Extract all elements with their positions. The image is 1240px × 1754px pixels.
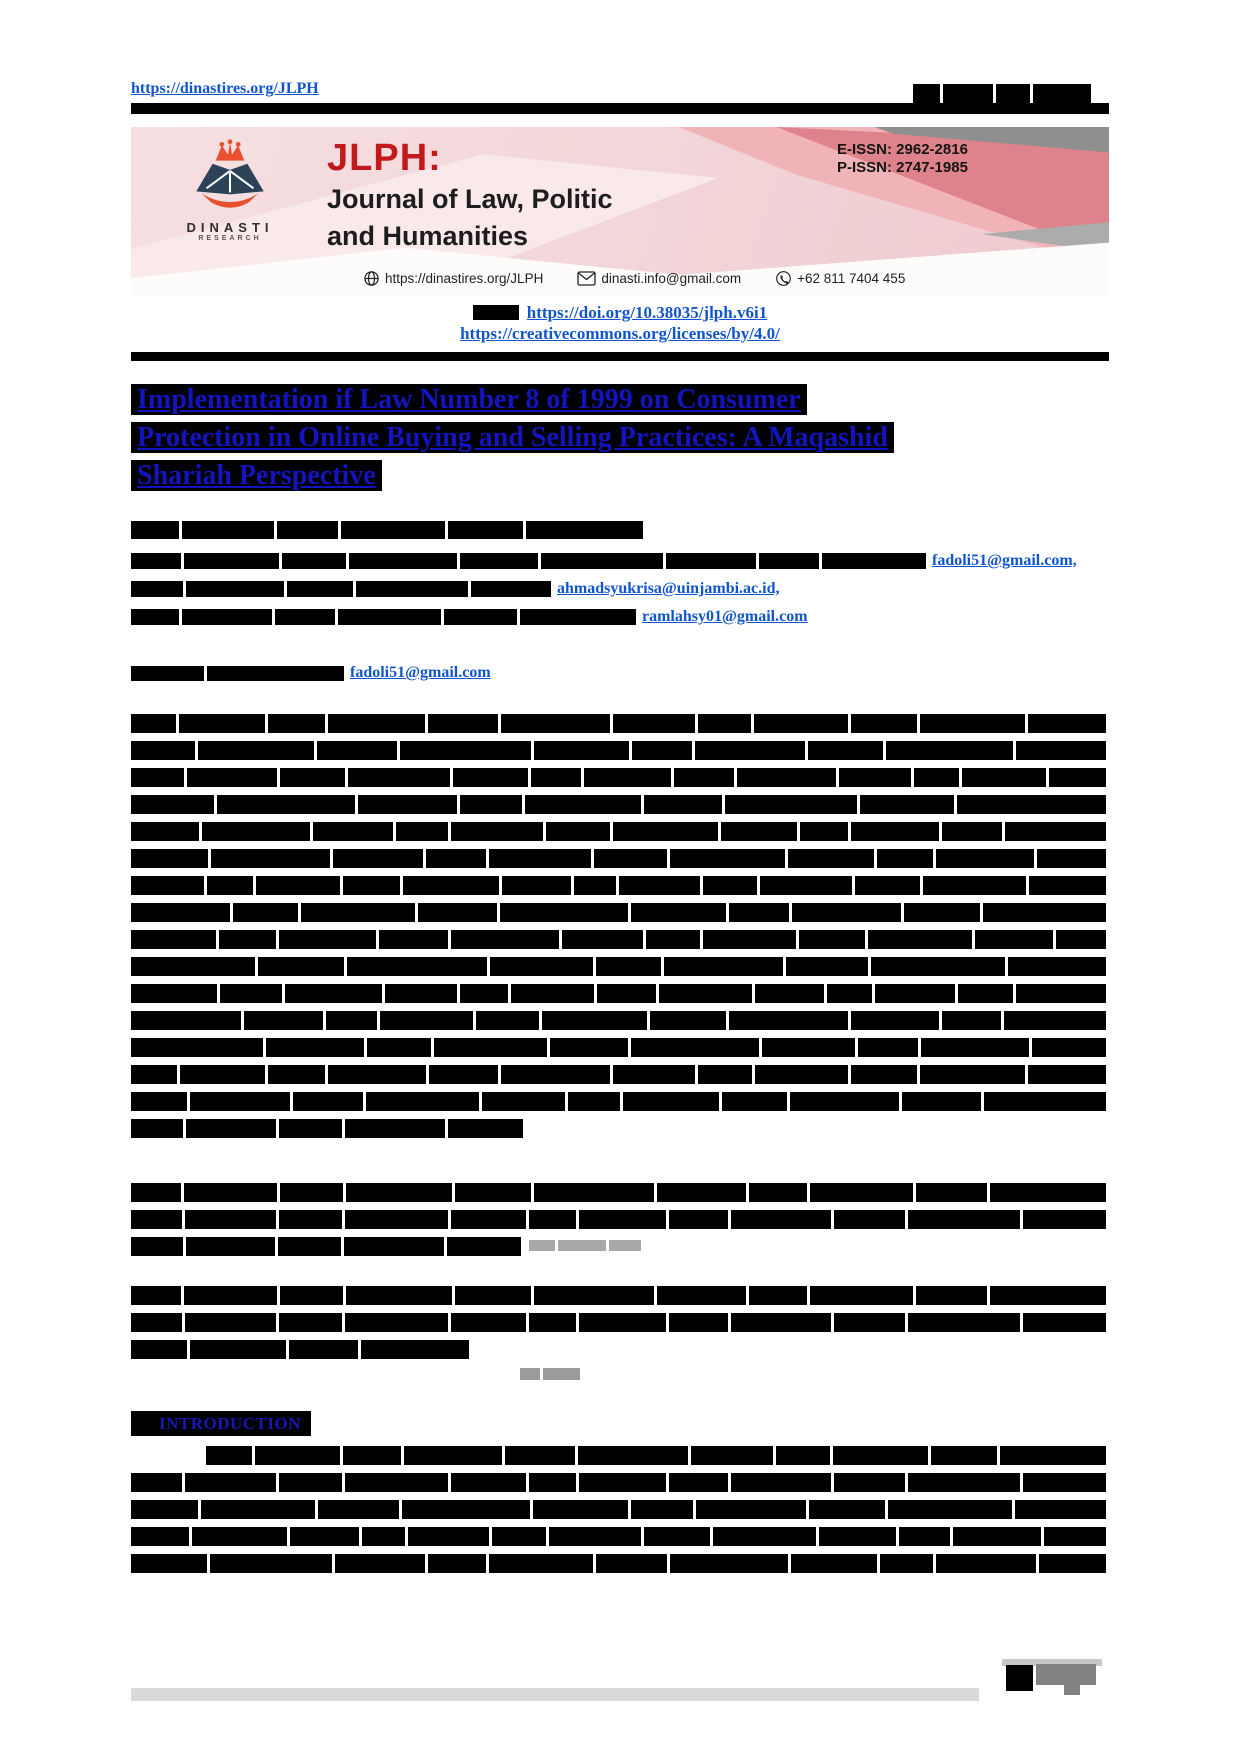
redacted-line <box>131 795 1106 814</box>
redacted-line <box>131 1554 1106 1573</box>
journal-name-line1: Journal of Law, Politic <box>327 184 613 214</box>
redacted-line <box>131 553 926 569</box>
page-number-redacted <box>1006 1665 1033 1691</box>
website-contact: https://dinastires.org/JLPH <box>363 270 543 287</box>
logo-title: DINASTI <box>186 220 274 235</box>
redacted-line <box>131 1065 1107 1084</box>
redacted-line <box>131 1183 1106 1202</box>
introduction-paragraph-redacted <box>131 1446 1109 1573</box>
redacted-line <box>520 1368 580 1380</box>
affiliation-line-3: ramlahsy01@gmail.com <box>131 608 1109 626</box>
dinasti-logo-icon <box>196 139 264 208</box>
license-line: https://creativecommons.org/licenses/by/… <box>131 323 1109 344</box>
phone-contact: +62 811 7404 455 <box>775 270 905 287</box>
doi-link[interactable]: https://doi.org/10.38035/jlph.v6i1 <box>526 302 768 322</box>
affiliation-2-redacted <box>131 581 551 597</box>
redacted-line <box>131 1237 521 1256</box>
article-title-line3: Shariah Perspective <box>131 460 382 491</box>
redacted-line <box>131 903 1106 922</box>
redacted-line <box>131 768 1107 787</box>
abstract-redacted <box>131 714 1109 1138</box>
article-title-line2: Protection in Online Buying and Selling … <box>131 422 894 453</box>
redacted-line <box>131 741 1106 760</box>
redacted-line <box>131 714 1106 733</box>
phone-icon <box>776 271 791 286</box>
footer-gray-band <box>131 1688 979 1701</box>
affiliation-email-3[interactable]: ramlahsy01@gmail.com <box>642 608 808 625</box>
redacted-line <box>131 1119 524 1138</box>
journal-name-line2: and Humanities <box>327 221 529 251</box>
redacted-line <box>131 1286 1106 1305</box>
small-gray-note-1 <box>529 1240 642 1251</box>
redacted-line <box>131 876 1107 895</box>
corresponding-author-line: fadoli51@gmail.com <box>131 664 1109 682</box>
keywords-redacted <box>131 1183 1109 1256</box>
doi-label-redacted <box>472 305 519 320</box>
redacted-line <box>913 84 1091 103</box>
banner-contacts: https://dinastires.org/JLPH dinasti.info… <box>363 270 905 287</box>
page-label-highlight-notch <box>1064 1684 1080 1695</box>
affiliation-email-2[interactable]: ahmadsyukrisa@uinjambi.ac.id, <box>557 580 780 597</box>
redacted-line <box>131 1092 1107 1111</box>
page-number-strip <box>1002 1659 1102 1666</box>
redacted-line <box>131 822 1106 841</box>
header-journal-link[interactable]: https://dinastires.org/JLPH <box>131 80 319 97</box>
redacted-line <box>131 1038 1106 1057</box>
doi-block: https://doi.org/10.38035/jlph.v6i1 https… <box>131 302 1109 344</box>
doi-line: https://doi.org/10.38035/jlph.v6i1 <box>131 302 1109 323</box>
redacted-line <box>131 521 643 539</box>
redacted-line <box>131 1011 1106 1030</box>
redacted-line <box>131 1473 1107 1492</box>
affiliation-3-redacted <box>131 609 636 625</box>
article-title-line1: Implementation if Law Number 8 of 1999 o… <box>131 384 807 415</box>
redacted-line <box>131 849 1106 868</box>
header-volume-redacted <box>913 84 1091 103</box>
redacted-line <box>131 665 344 681</box>
header-rule <box>131 103 1109 114</box>
introduction-section: INTRODUCTION <box>131 1411 312 1436</box>
journal-banner: DINASTI RESEARCH JLPH: Journal of Law, P… <box>131 127 1109 297</box>
license-link[interactable]: https://creativecommons.org/licenses/by/… <box>460 323 780 343</box>
globe-icon <box>364 271 379 286</box>
redacted-line <box>131 1210 1107 1229</box>
authors-redacted <box>131 521 643 539</box>
corresponding-email[interactable]: fadoli51@gmail.com <box>350 664 491 681</box>
affiliation-email-1[interactable]: fadoli51@gmail.com, <box>932 552 1077 569</box>
dinasti-logo: DINASTI RESEARCH <box>175 139 285 242</box>
redacted-line <box>131 984 1107 1003</box>
section-divider <box>131 352 1109 361</box>
p-issn: P-ISSN: 2747-1985 <box>837 159 968 176</box>
redacted-line <box>131 1340 469 1359</box>
redacted-line <box>131 957 1106 976</box>
email-contact: dinasti.info@gmail.com <box>577 271 741 286</box>
redacted-line <box>131 930 1106 949</box>
redacted-line <box>131 1527 1106 1546</box>
introduction-heading: INTRODUCTION <box>131 1411 312 1436</box>
redacted-line <box>472 305 519 320</box>
page-label-highlight <box>1036 1664 1096 1685</box>
logo-subtitle: RESEARCH <box>198 235 262 242</box>
redacted-line <box>131 1313 1107 1332</box>
license-note-redacted <box>131 1286 1109 1359</box>
redacted-line <box>131 609 636 625</box>
redacted-line <box>131 1500 1106 1519</box>
redacted-line <box>131 581 551 597</box>
redacted-line <box>529 1240 642 1251</box>
issn-block: E-ISSN: 2962-2816 P-ISSN: 2747-1985 <box>837 141 968 177</box>
redacted-line <box>206 1446 1107 1465</box>
journal-acronym: JLPH: <box>327 137 442 179</box>
banner-website[interactable]: https://dinastires.org/JLPH <box>385 271 544 286</box>
e-issn: E-ISSN: 2962-2816 <box>837 141 968 158</box>
banner-phone: +62 811 7404 455 <box>797 271 906 286</box>
envelope-icon <box>577 271 596 286</box>
affiliation-line-2: ahmadsyukrisa@uinjambi.ac.id, <box>131 580 1109 598</box>
small-gray-note-2 <box>520 1368 580 1380</box>
article-title: Implementation if Law Number 8 of 1999 o… <box>131 381 1109 495</box>
affiliation-line-1: fadoli51@gmail.com, <box>131 552 1109 570</box>
corresponding-label-redacted <box>131 665 344 681</box>
banner-email[interactable]: dinasti.info@gmail.com <box>601 271 742 286</box>
affiliation-1-redacted <box>131 553 926 569</box>
